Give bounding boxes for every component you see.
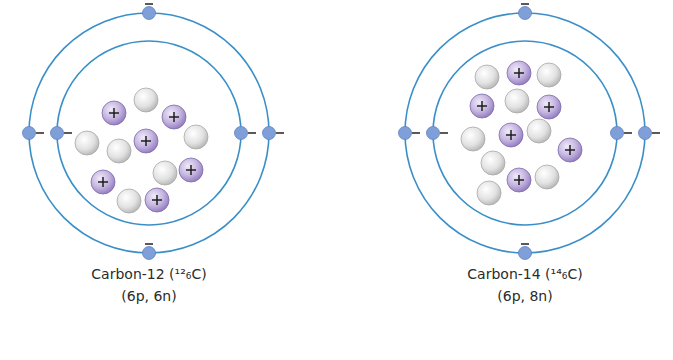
atom-node: Carbon-14 (¹⁴₆C)(6p, 8n) bbox=[390, 8, 660, 318]
positive-charge bbox=[569, 145, 571, 155]
negative-charge bbox=[64, 132, 72, 134]
proton bbox=[470, 94, 494, 118]
atom-figure bbox=[399, 4, 661, 260]
negative-charge bbox=[652, 132, 660, 134]
atom-caption: Carbon-14 (¹⁴₆C)(6p, 8n) bbox=[390, 263, 660, 307]
positive-charge bbox=[156, 195, 158, 205]
electron bbox=[143, 247, 156, 260]
positive-charge bbox=[518, 175, 520, 185]
negative-charge bbox=[521, 243, 529, 245]
proton bbox=[145, 188, 169, 212]
negative-charge bbox=[412, 132, 420, 134]
neutron bbox=[537, 63, 561, 87]
isotope-name: Carbon-14 (¹⁴₆C) bbox=[467, 263, 582, 285]
negative-charge bbox=[521, 3, 529, 5]
neutron bbox=[527, 119, 551, 143]
atom-node: Carbon-12 (¹²₆C)(6p, 6n) bbox=[14, 8, 284, 318]
proton bbox=[537, 95, 561, 119]
electron-shell bbox=[405, 13, 645, 253]
positive-charge bbox=[518, 68, 520, 78]
electron-shell bbox=[29, 13, 269, 253]
atom-caption: Carbon-12 (¹²₆C)(6p, 6n) bbox=[14, 263, 284, 307]
neutron bbox=[75, 131, 99, 155]
negative-charge bbox=[440, 132, 448, 134]
electron bbox=[519, 247, 532, 260]
proton bbox=[91, 170, 115, 194]
proton bbox=[558, 138, 582, 162]
electron bbox=[519, 7, 532, 20]
positive-charge bbox=[173, 112, 175, 122]
positive-charge bbox=[102, 177, 104, 187]
neutron bbox=[477, 181, 501, 205]
negative-charge bbox=[145, 3, 153, 5]
proton bbox=[162, 105, 186, 129]
negative-charge bbox=[276, 132, 284, 134]
neutron bbox=[117, 189, 141, 213]
electron bbox=[23, 127, 36, 140]
positive-charge bbox=[113, 108, 115, 118]
electron bbox=[639, 127, 652, 140]
proton bbox=[507, 61, 531, 85]
electron bbox=[427, 127, 440, 140]
neutron bbox=[535, 165, 559, 189]
positive-charge bbox=[481, 101, 483, 111]
proton bbox=[179, 158, 203, 182]
electron bbox=[263, 127, 276, 140]
neutron bbox=[184, 125, 208, 149]
proton bbox=[134, 129, 158, 153]
positive-charge bbox=[190, 165, 192, 175]
proton bbox=[499, 123, 523, 147]
neutron bbox=[461, 127, 485, 151]
isotope-name: Carbon-12 (¹²₆C) bbox=[91, 263, 206, 285]
positive-charge bbox=[548, 102, 550, 112]
electron bbox=[399, 127, 412, 140]
negative-charge bbox=[36, 132, 44, 134]
particle-count: (6p, 8n) bbox=[497, 285, 552, 307]
neutron bbox=[107, 139, 131, 163]
electron-shell bbox=[433, 41, 617, 225]
particle-count: (6p, 6n) bbox=[121, 285, 176, 307]
proton bbox=[507, 168, 531, 192]
negative-charge bbox=[248, 132, 256, 134]
proton bbox=[102, 101, 126, 125]
negative-charge bbox=[145, 243, 153, 245]
positive-charge bbox=[510, 130, 512, 140]
positive-charge bbox=[145, 136, 147, 146]
negative-charge bbox=[624, 132, 632, 134]
electron bbox=[611, 127, 624, 140]
electron-shell bbox=[57, 41, 241, 225]
neutron bbox=[475, 65, 499, 89]
neutron bbox=[505, 89, 529, 113]
electron bbox=[235, 127, 248, 140]
neutron bbox=[481, 151, 505, 175]
electron bbox=[51, 127, 64, 140]
electron bbox=[143, 7, 156, 20]
atom-figure bbox=[23, 4, 285, 260]
neutron bbox=[153, 161, 177, 185]
neutron bbox=[134, 88, 158, 112]
